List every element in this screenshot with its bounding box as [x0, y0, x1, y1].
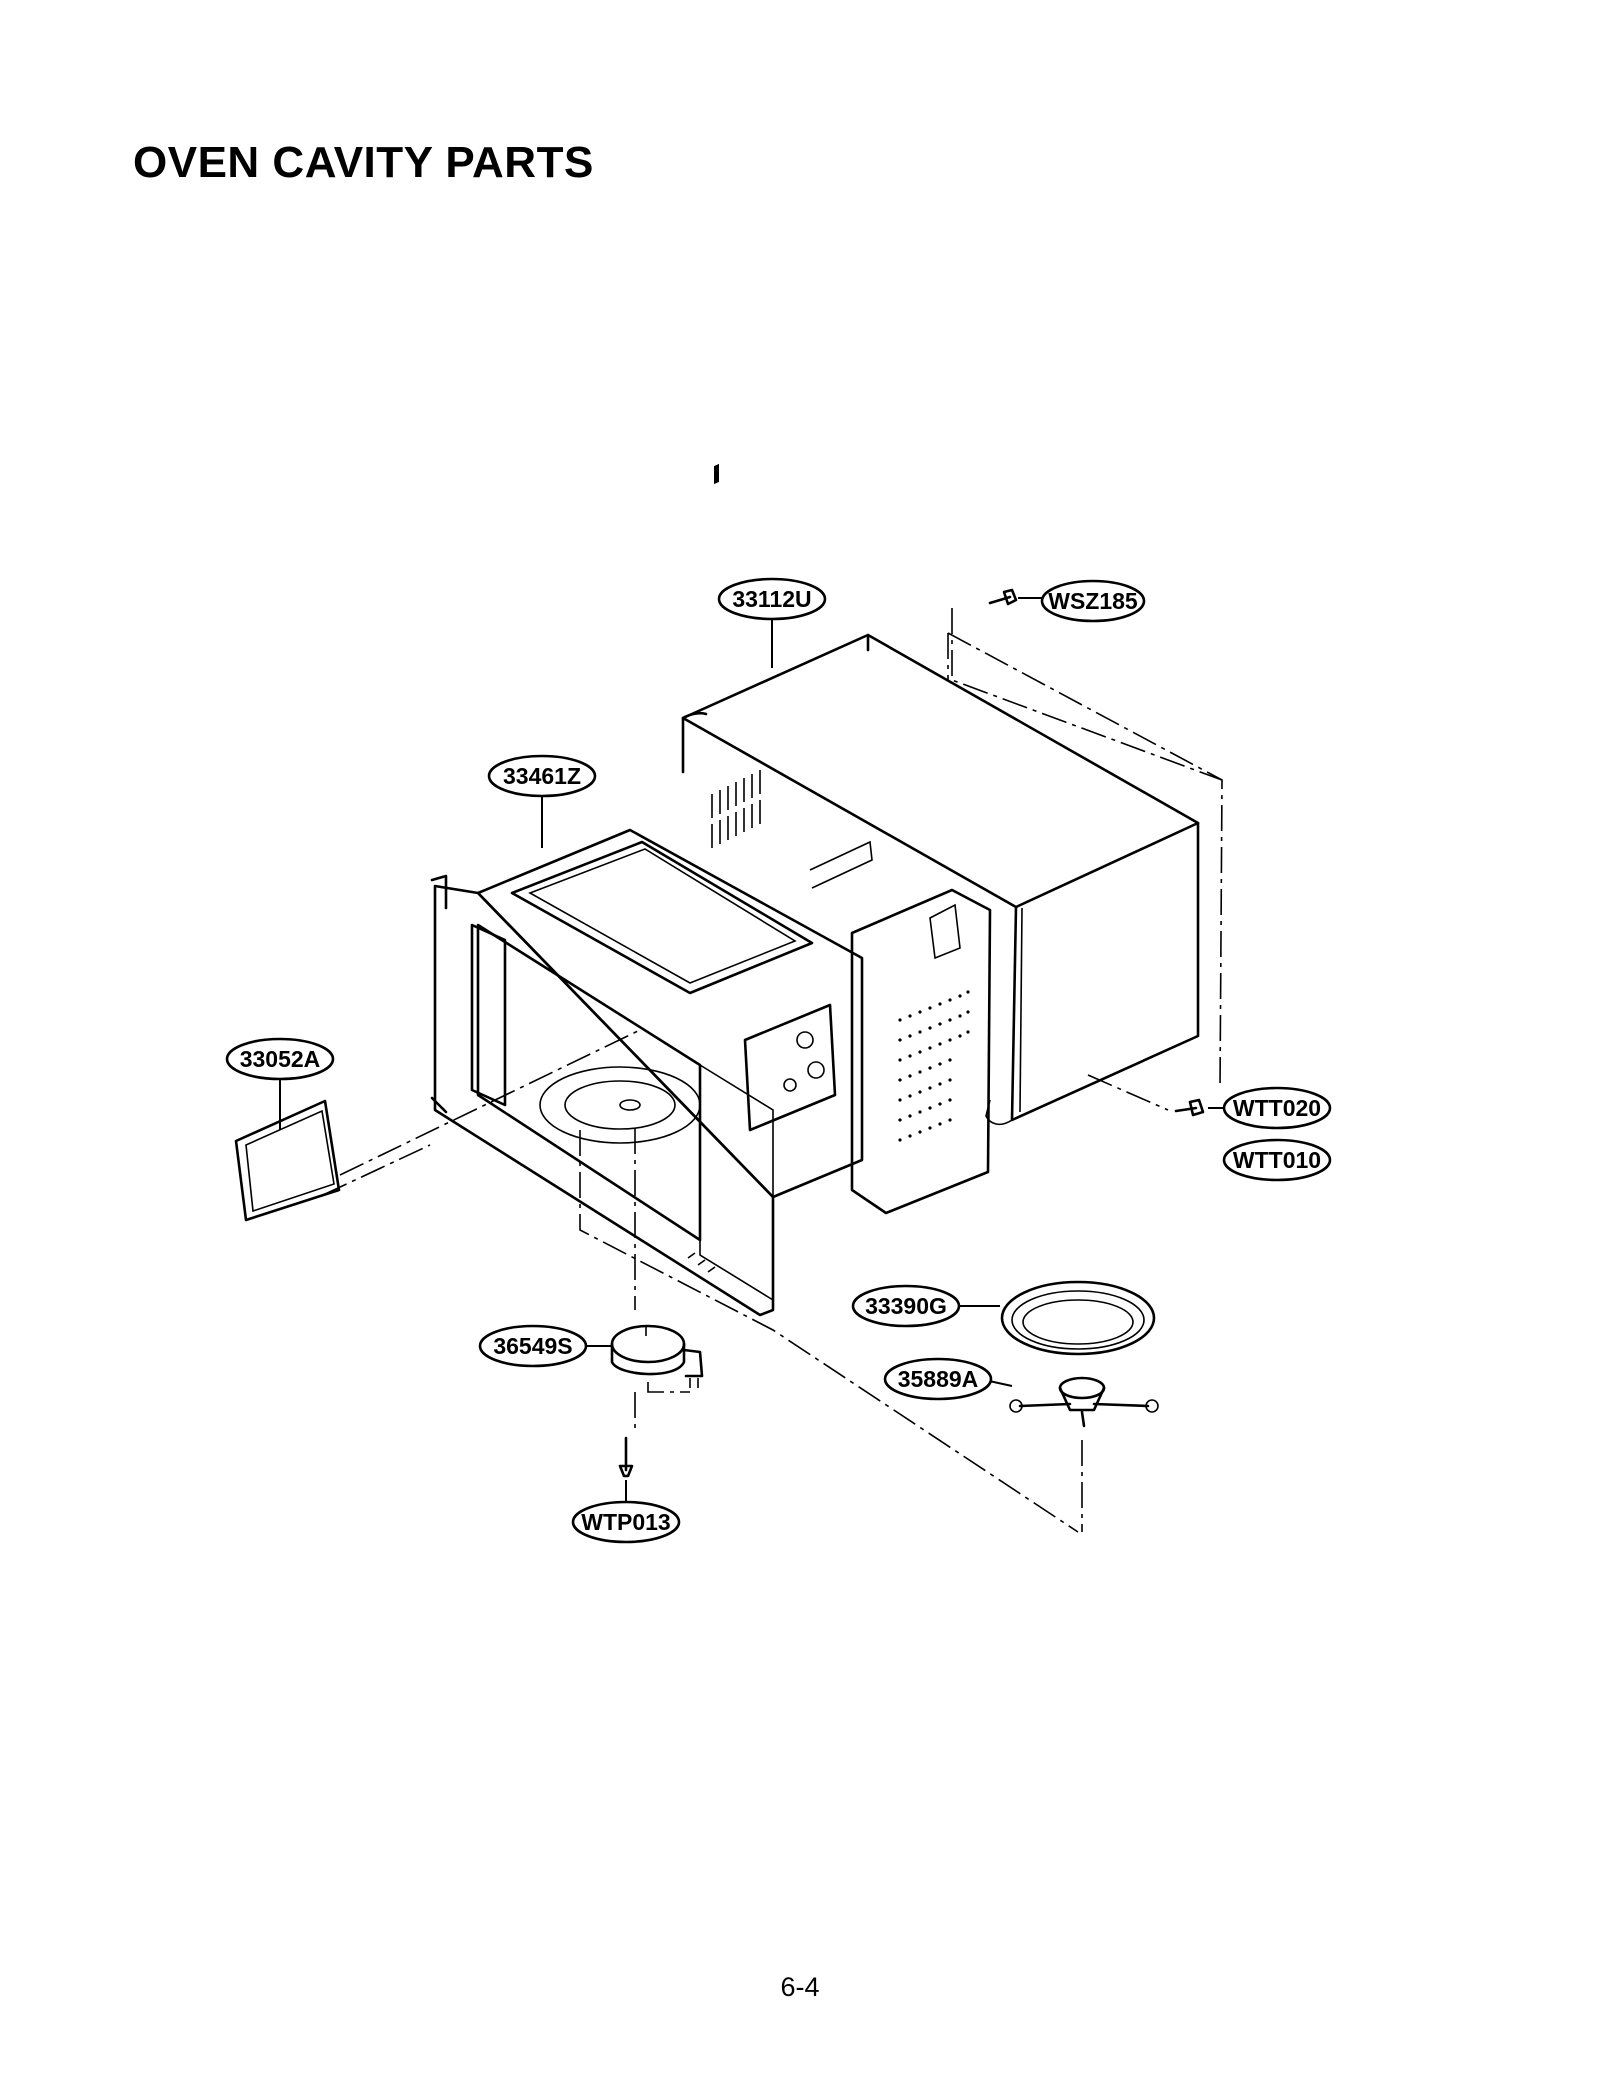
callout-wsz185: WSZ185: [1040, 579, 1146, 623]
callout-label: WTT020: [1233, 1095, 1321, 1121]
callout-36549s: 36549S: [478, 1324, 588, 1368]
turntable-motor-drawing: [610, 1324, 704, 1388]
callout-label: 33052A: [240, 1046, 321, 1072]
screw-wtt020-drawing: [1174, 1098, 1205, 1117]
callout-wtp013: WTP013: [571, 1500, 681, 1544]
roller-support-drawing: [1009, 1376, 1159, 1428]
callout-label: 33112U: [732, 586, 811, 612]
cover-drawing: [234, 1099, 341, 1222]
callout-label: WSZ185: [1048, 588, 1138, 614]
callout-33390g: 33390G: [851, 1284, 961, 1328]
callout-label: 33461Z: [503, 763, 581, 789]
callout-label: 33390G: [865, 1293, 947, 1319]
callout-label: 36549S: [493, 1333, 572, 1359]
glass-tray-drawing: [1000, 1280, 1156, 1356]
screw-wsz185-drawing: [988, 588, 1018, 606]
callout-wtt010: WTT010: [1222, 1138, 1332, 1182]
callout-label: 35889A: [898, 1366, 979, 1392]
screw-wtp013-drawing: [618, 1436, 634, 1478]
callout-wtt020: WTT020: [1222, 1086, 1332, 1130]
outer-case-drawing: [681, 463, 1200, 1126]
callout-33461z: 33461Z: [487, 754, 597, 798]
page-title: OVEN CAVITY PARTS: [133, 138, 594, 187]
callout-label: WTP013: [581, 1509, 670, 1535]
callout-label: WTT010: [1233, 1147, 1321, 1173]
callout-35889a: 35889A: [883, 1357, 993, 1401]
page-number: 6-4: [780, 1972, 820, 2002]
back-plate-drawing: [850, 888, 992, 1215]
callout-33112u: 33112U: [717, 577, 827, 621]
cavity-drawing: [430, 828, 864, 1317]
callout-33052a: 33052A: [225, 1037, 335, 1081]
